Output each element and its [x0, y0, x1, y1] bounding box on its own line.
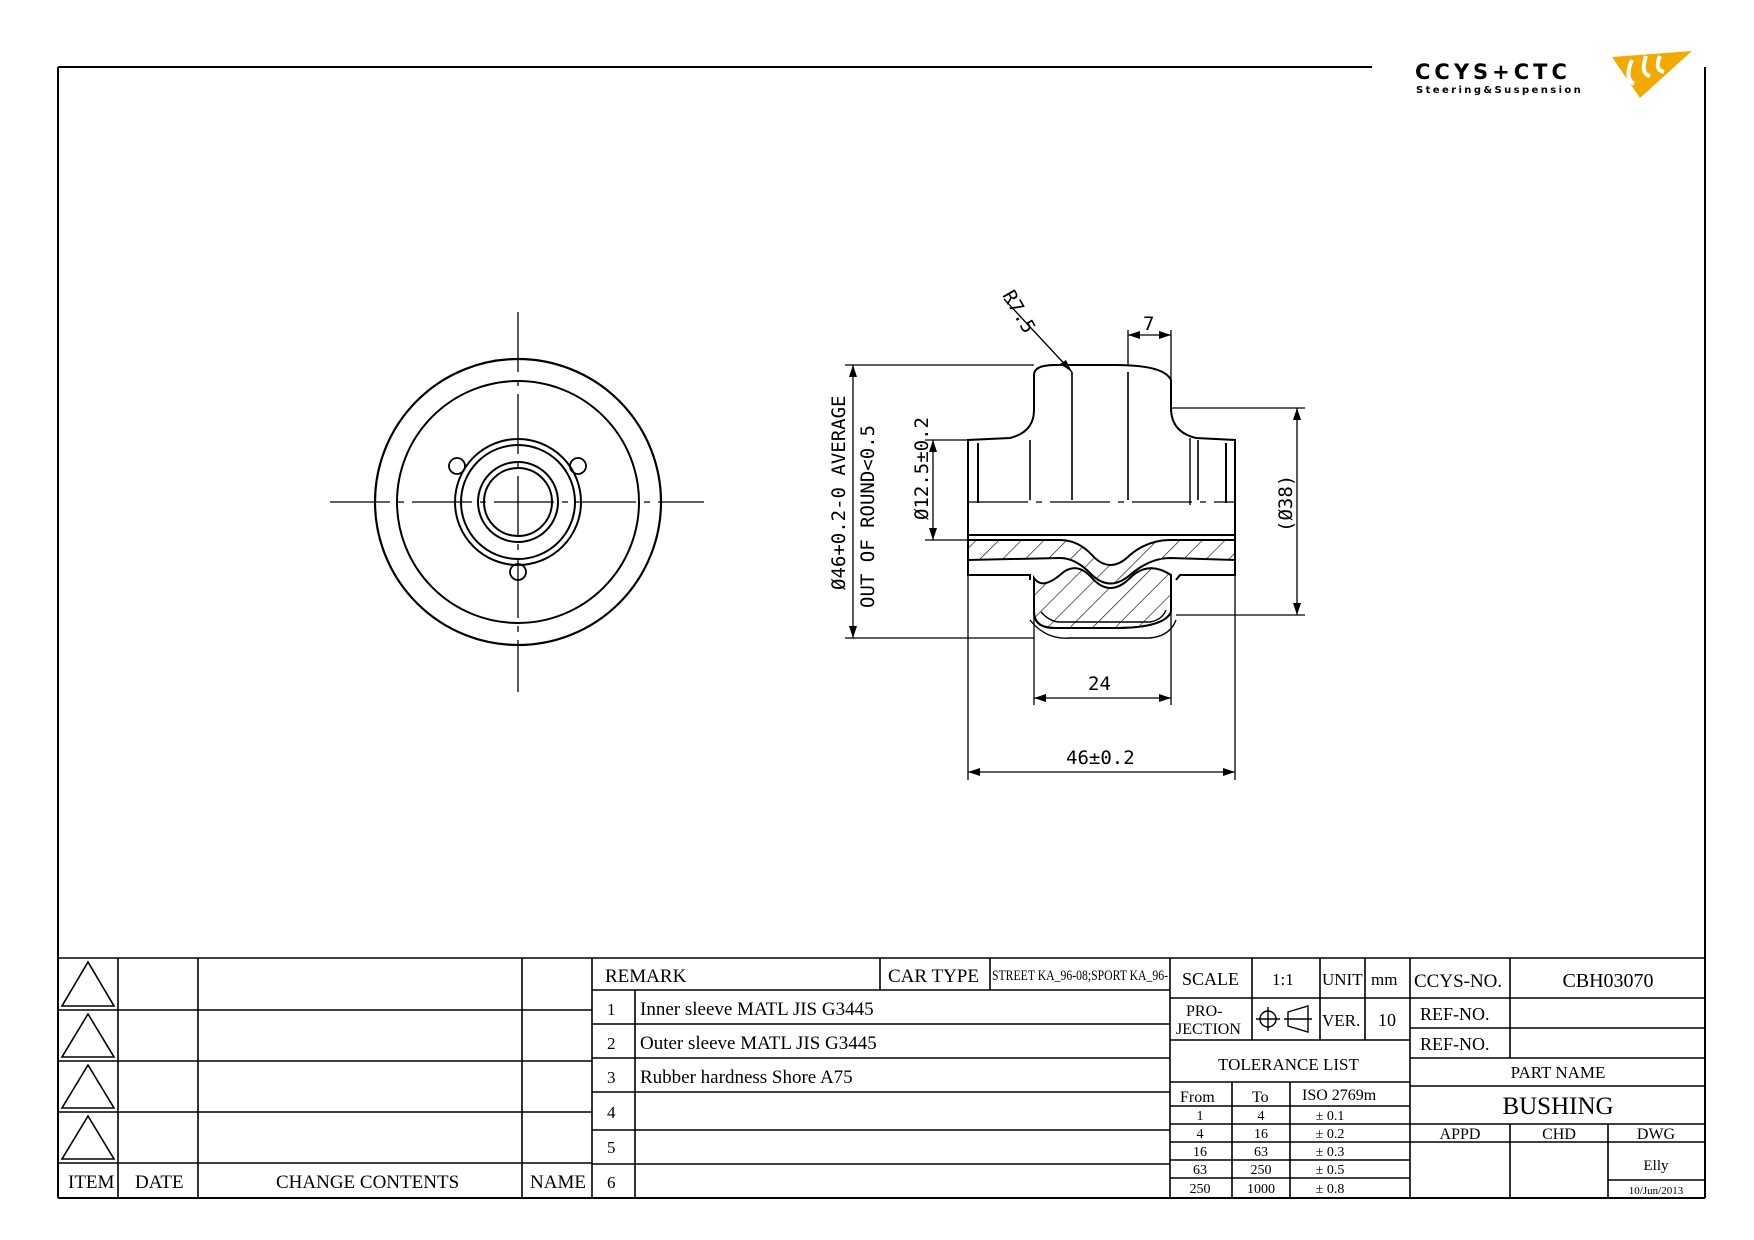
dim-7: 7	[1143, 313, 1154, 335]
ref-no-label-2: REF-NO.	[1420, 1034, 1490, 1054]
dim-ref-dia: (Ø38)	[1275, 475, 1297, 532]
tolerance-title: TOLERANCE LIST	[1218, 1055, 1359, 1074]
tolerance-to-1: 4	[1258, 1109, 1265, 1124]
tab-right	[569, 457, 587, 475]
tolerance-header-iso: ISO 2769m	[1302, 1087, 1377, 1104]
ccys-no-value: CBH03070	[1562, 970, 1653, 992]
remark-text-3: Rubber hardness Shore A75	[640, 1067, 853, 1088]
part-name-label: PART NAME	[1511, 1063, 1606, 1082]
unit-value: mm	[1371, 970, 1397, 989]
ref-no-label-1: REF-NO.	[1420, 1004, 1490, 1024]
revision-header-name: NAME	[530, 1172, 586, 1193]
tolerance-from-2: 4	[1197, 1127, 1204, 1142]
dwg-date: 10/Jun/2013	[1629, 1185, 1684, 1197]
dwg-name: Elly	[1644, 1158, 1669, 1174]
tolerance-from-1: 1	[1197, 1109, 1204, 1124]
dim-outer-dia: Ø46+0.2-0 AVERAGE	[828, 396, 850, 590]
car-type-label: CAR TYPE	[888, 966, 979, 987]
tolerance-header-to: To	[1252, 1089, 1269, 1106]
dim-24: 24	[1088, 673, 1111, 695]
remark-text-1: Inner sleeve MATL JIS G3445	[640, 999, 874, 1020]
dim-radius: R7.5	[998, 287, 1040, 338]
projection-label-1: PRO-	[1186, 1003, 1222, 1020]
tab-left	[448, 457, 466, 475]
front-view	[330, 312, 704, 692]
tolerance-value-2: ± 0.2	[1316, 1127, 1345, 1142]
tolerance-value-4: ± 0.5	[1316, 1163, 1345, 1178]
chd-label: CHD	[1542, 1126, 1576, 1143]
revision-header-item: ITEM	[68, 1172, 115, 1193]
dim-46: 46±0.2	[1066, 747, 1135, 769]
projection-label-2: JECTION	[1176, 1021, 1241, 1038]
projection-symbol-icon	[1256, 1005, 1312, 1033]
inner-sleeve-section	[967, 539, 1236, 585]
top-profile	[967, 364, 1236, 537]
company-logo: CCYS+CTC Steering&Suspension	[1415, 51, 1692, 98]
ccys-no-label: CCYS-NO.	[1414, 971, 1502, 992]
revision-triangle-icon	[60, 1012, 116, 1058]
tolerance-header-from: From	[1180, 1089, 1215, 1106]
scale-value: 1:1	[1272, 970, 1294, 989]
scale-label: SCALE	[1182, 969, 1239, 989]
remark-text-2: Outer sleeve MATL JIS G3445	[640, 1033, 877, 1054]
logo-tagline: Steering&Suspension	[1416, 85, 1583, 96]
remark-no-6: 6	[607, 1173, 616, 1192]
appd-label: APPD	[1440, 1126, 1481, 1143]
logo-brand: CCYS+CTC	[1415, 60, 1571, 84]
logo-emblem-icon	[1612, 51, 1692, 98]
remark-no-3: 3	[607, 1068, 616, 1087]
unit-label: UNIT	[1322, 970, 1363, 989]
dimension-arrows	[849, 331, 1301, 776]
title-block-grid	[58, 957, 1705, 1198]
dwg-label: DWG	[1637, 1126, 1676, 1143]
revision-triangle-icon	[60, 1114, 116, 1160]
tolerance-from-4: 63	[1193, 1163, 1207, 1178]
revision-triangle-icon	[60, 960, 116, 1007]
tolerance-value-1: ± 0.1	[1316, 1109, 1345, 1124]
tolerance-to-5: 1000	[1247, 1182, 1275, 1197]
dimensions	[845, 298, 1305, 780]
tolerance-from-5: 250	[1190, 1182, 1211, 1197]
revision-header-date: DATE	[135, 1172, 184, 1193]
remark-header: REMARK	[605, 966, 687, 987]
ver-label: VER.	[1322, 1011, 1360, 1030]
revision-header-change-contents: CHANGE CONTENTS	[276, 1172, 459, 1193]
part-name-value: BUSHING	[1502, 1093, 1613, 1120]
tolerance-to-4: 250	[1251, 1163, 1272, 1178]
ver-value: 10	[1378, 1010, 1396, 1030]
revision-triangles	[60, 960, 116, 1160]
tolerance-value-5: ± 0.8	[1316, 1182, 1345, 1197]
remark-no-4: 4	[607, 1103, 616, 1122]
car-type-value: STREET KA_96-08;SPORT KA_96-	[992, 968, 1168, 984]
dim-out-of-round: OUT OF ROUND<0.5	[857, 425, 879, 608]
tolerance-from-3: 16	[1193, 1145, 1207, 1160]
tolerance-to-2: 16	[1254, 1127, 1268, 1142]
tolerance-value-3: ± 0.3	[1316, 1145, 1345, 1160]
remark-no-1: 1	[607, 1000, 616, 1019]
revision-triangle-icon	[60, 1063, 116, 1109]
dimension-labels: R7.5 7 Ø46+0.2-0 AVERAGE OUT OF ROUND<0.…	[828, 287, 1297, 770]
remark-no-5: 5	[607, 1138, 616, 1157]
dim-inner-dia: Ø12.5±0.2	[911, 417, 933, 520]
tolerance-to-3: 63	[1254, 1145, 1268, 1160]
remark-no-2: 2	[607, 1034, 616, 1053]
side-view	[967, 364, 1236, 639]
